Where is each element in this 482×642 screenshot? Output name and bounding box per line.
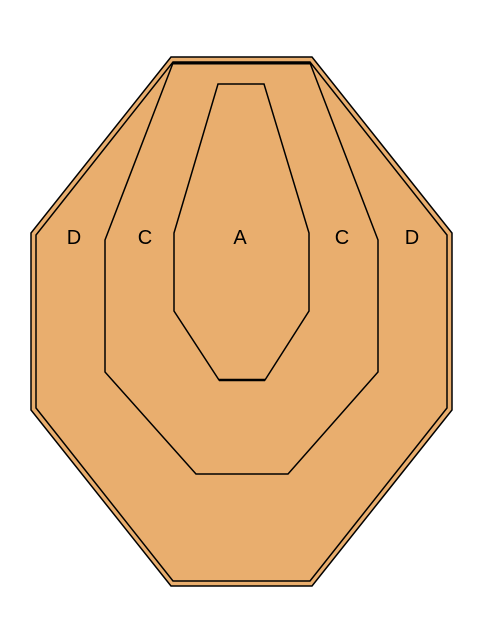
zone-label-a: A: [233, 227, 247, 249]
zone-label-c-left: C: [138, 227, 152, 249]
c-zone-outline: [104, 62, 379, 475]
zone-label-d-right: D: [405, 227, 419, 249]
d-zone: [35, 61, 448, 582]
zone-label-d-left: D: [67, 227, 81, 249]
zone-label-c-right: C: [335, 227, 349, 249]
